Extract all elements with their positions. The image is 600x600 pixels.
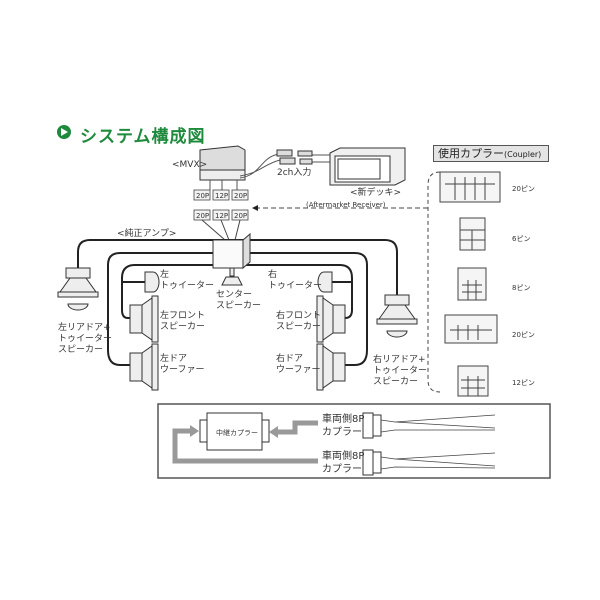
vehicle-coupler-label-2: 車両側8P カプラー — [322, 451, 365, 475]
coupler-label: 20ピン — [512, 185, 535, 193]
center-speaker — [221, 267, 243, 286]
right-front-label: 右フロント スピーカー — [276, 311, 322, 332]
coupler-label: 12ピン — [512, 379, 535, 387]
left-rear-speaker — [57, 267, 99, 311]
relay-coupler — [199, 412, 270, 451]
relay-coupler-label: 中継カプラー — [216, 429, 258, 437]
connector-label: 12P — [215, 212, 229, 220]
mvx-label: <MVX> — [172, 160, 208, 170]
play-icon — [57, 125, 71, 139]
right-rear-label: 右リアドア+ トゥイーター スピーカー — [373, 355, 428, 387]
coupler-label: 8ピン — [512, 284, 531, 292]
coupler-header-text: 使用カプラー — [438, 147, 504, 160]
connector-label: 20P — [234, 212, 248, 220]
right-tweeter-label: 右 トゥイーター — [268, 270, 323, 291]
connector-label: 12P — [215, 192, 229, 200]
left-door-woofer — [129, 343, 159, 391]
amp-label: <純正アンプ> — [117, 229, 177, 239]
left-door-label: 左ドア ウーファー — [160, 354, 205, 375]
left-tweeter-label: 左 トゥイーター — [160, 270, 215, 291]
right-tweeter — [317, 271, 333, 293]
coupler-label: 20ピン — [512, 331, 535, 339]
right-rear-speaker — [376, 294, 418, 338]
right-front-speaker — [316, 295, 346, 343]
page-title: システム構成図 — [80, 127, 206, 147]
coupler-header: 使用カプラー(Coupler) — [433, 145, 549, 162]
aftermarket-label: (Aftermarket Receiver) — [306, 201, 386, 209]
coupler-icons — [439, 171, 501, 397]
coupler-header-en: (Coupler) — [504, 150, 542, 159]
connector-label: 20P — [234, 192, 248, 200]
left-front-label: 左フロント スピーカー — [160, 311, 206, 332]
center-label: センター スピーカー — [216, 290, 262, 311]
vehicle-coupler-label-1: 車両側8P カプラー — [322, 414, 365, 438]
connector-label: 20P — [196, 192, 210, 200]
right-door-woofer — [316, 343, 346, 391]
left-rear-label: 左リアドア+ トゥイーター スピーカー — [58, 323, 113, 355]
coupler-label: 6ピン — [512, 235, 531, 243]
left-tweeter — [144, 271, 160, 293]
new-deck-label: <新デッキ> — [350, 188, 402, 198]
stock-amplifier — [212, 232, 251, 270]
right-door-label: 右ドア ウーファー — [276, 354, 321, 375]
left-front-speaker — [129, 295, 159, 343]
connector-label: 20P — [196, 212, 210, 220]
input-2ch-label: 2ch入力 — [277, 168, 312, 178]
aftermarket-receiver — [329, 147, 406, 186]
